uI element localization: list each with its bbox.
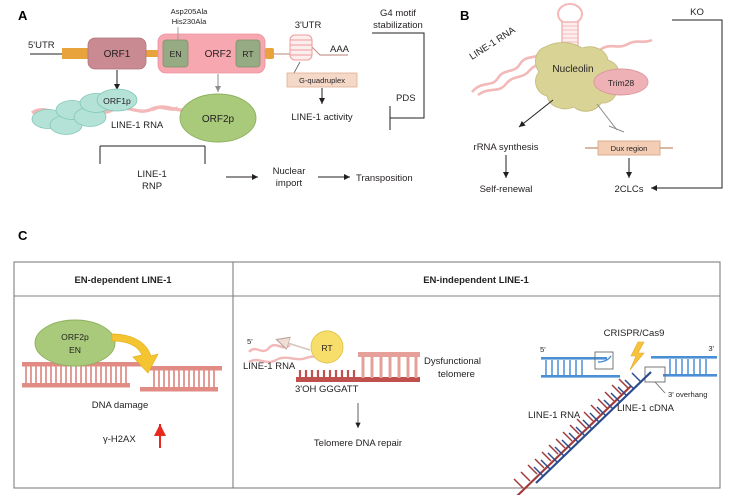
g4-motif-line1: G4 motif xyxy=(380,8,416,19)
panel-c-label: C xyxy=(18,228,28,243)
en-label: EN xyxy=(170,49,182,59)
g4-motif-line2: stabilization xyxy=(373,20,423,31)
orf1-label: ORF1 xyxy=(104,49,131,60)
orf2p-ellipse xyxy=(179,93,257,143)
utr3-label: 3'UTR xyxy=(295,20,322,31)
orf2-end-cap xyxy=(265,48,274,59)
g-quadruplex-structure xyxy=(289,34,313,61)
orf1p-cluster xyxy=(31,88,138,135)
panel-b-label: B xyxy=(460,8,469,23)
lightning-bolt-icon xyxy=(629,341,645,371)
orf2p-label: ORF2p xyxy=(202,114,235,125)
nucleolin-label: Nucleolin xyxy=(552,64,593,75)
panelc-header-left: EN-dependent LINE-1 xyxy=(74,275,172,286)
mutation-asp205ala: Asp205Ala xyxy=(171,7,209,16)
trim28-label: Trim28 xyxy=(608,78,635,88)
utr5-bar xyxy=(62,48,94,59)
panel-a-label: A xyxy=(18,8,28,23)
pds-label: PDS xyxy=(396,93,416,104)
dna-damage-label: DNA damage xyxy=(92,400,149,411)
en-domain-box xyxy=(162,39,189,68)
dysfunctional-telomere xyxy=(358,352,420,382)
dna-blue-left xyxy=(541,351,620,378)
transposition-label: Transposition xyxy=(356,173,413,184)
orf1-orf2-linker xyxy=(140,50,162,57)
mutation-his230ala: His230Ala xyxy=(172,17,207,26)
five-prime-mid: 5' xyxy=(247,337,253,346)
rna-cdna-hybrid xyxy=(513,371,652,495)
overhang-label: 3' overhang xyxy=(668,390,707,399)
dna-blue-right xyxy=(644,356,717,383)
telomere-line2: telomere xyxy=(438,369,475,380)
five-prime-right: 5' xyxy=(540,345,546,354)
orf2-label: ORF2 xyxy=(205,49,232,60)
rt-circle xyxy=(310,330,344,364)
ggatt-label: 3'OH GGGATT xyxy=(295,384,359,395)
overhang-leader xyxy=(654,381,666,394)
rnp-line1: LINE-1 xyxy=(137,169,167,180)
crispr-label: CRISPR/Cas9 xyxy=(604,328,665,339)
orf1p-label: ORF1p xyxy=(103,96,131,106)
three-prime-right: 3' xyxy=(708,344,714,353)
nucleolin-blob xyxy=(535,42,620,112)
line1-rna-right-strand xyxy=(599,38,653,52)
orf2p-en-line2: EN xyxy=(69,345,81,355)
trim28-ellipse xyxy=(593,68,649,96)
orf2p-en-ellipse xyxy=(34,319,116,367)
dux-region-label: Dux region xyxy=(611,144,648,153)
rrna-synthesis-label: rRNA synthesis xyxy=(474,142,539,153)
orf1-box xyxy=(87,37,147,70)
h2ax-label: γ-H2AX xyxy=(103,434,136,445)
rt-circle-label: RT xyxy=(321,343,333,353)
utr5-label: 5'UTR xyxy=(28,40,55,51)
nuclear-import-line2: import xyxy=(276,178,303,189)
rnp-bracket xyxy=(99,145,206,164)
rt-label: RT xyxy=(242,49,254,59)
telomere-repair-label: Telomere DNA repair xyxy=(314,438,402,449)
rnp-line2: RNP xyxy=(142,181,162,192)
dna-duplex-right xyxy=(140,366,222,392)
nascent-dna-strand xyxy=(296,370,360,382)
twoclcs-label: 2CLCs xyxy=(614,184,643,195)
hybrid-rna-label: LINE-1 RNA xyxy=(528,410,581,421)
line1-rna-label: LINE-1 RNA xyxy=(111,120,164,131)
panelc-table-frame xyxy=(13,261,721,489)
orf2p-en-line1: ORF2p xyxy=(61,332,89,342)
telomere-line1: Dysfunctional xyxy=(424,356,481,367)
self-renewal-label: Self-renewal xyxy=(480,184,533,195)
g-quadruplex-label: G-quadruplex xyxy=(299,76,345,85)
g-quadruplex-box xyxy=(286,72,358,88)
telomere-rna-label: LINE-1 RNA xyxy=(243,361,296,372)
line1-activity-label: LINE-1 activity xyxy=(291,112,352,123)
nuclear-import-line1: Nuclear xyxy=(273,166,306,177)
panelc-header-right: EN-independent LINE-1 xyxy=(423,275,529,286)
telomere-rna-squiggle-top xyxy=(248,343,291,353)
ko-bracket xyxy=(651,19,723,191)
cleavage-arrow xyxy=(111,333,159,374)
rt-synthesis-arrow xyxy=(278,340,311,351)
rt-domain-box xyxy=(235,39,261,68)
hybrid-cdna-label: LINE-1 cDNA xyxy=(617,403,675,414)
polya-label: AAA xyxy=(330,44,350,55)
ko-label: KO xyxy=(690,7,704,18)
panelb-rna-label: LINE-1 RNA xyxy=(468,24,518,62)
